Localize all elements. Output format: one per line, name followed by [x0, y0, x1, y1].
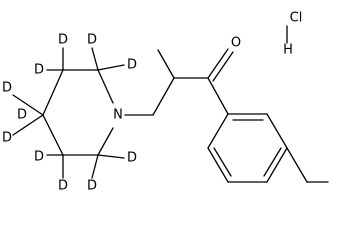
carbonyl-double-bond-1 [207, 48, 229, 79]
piperidine-ring [42, 69, 114, 156]
ring-bond-c5-c4 [42, 114, 64, 156]
deuterium-label-1: D [58, 33, 68, 48]
cd-bond-5 [12, 94, 44, 116]
cd-bond-3 [91, 47, 99, 71]
cd-bond-9 [91, 154, 99, 179]
deuterium-labels: D D D D D D D D D D D [2, 33, 137, 194]
ring-bond-n-c6 [97, 127, 114, 156]
deuterium-label-8: D [58, 179, 68, 194]
aryl-bond-6 [207, 113, 229, 149]
deuterium-bonds [12, 47, 125, 179]
cd-bond-10 [97, 154, 125, 159]
ethyl-group [286, 147, 329, 183]
deuterium-label-2: D [87, 33, 97, 48]
hydrogen-label: H [283, 43, 293, 58]
benzene-ring [207, 113, 288, 183]
deuterium-label-6: D [2, 131, 12, 146]
aryl-bond-5 [207, 147, 229, 183]
aryl-inner-double-2 [263, 147, 282, 177]
bond-ch-methyl [157, 49, 175, 79]
bond-carbonyl-aryl [207, 77, 229, 115]
chemical-structure-diagram: O N Cl H D D D D D D D D D D D [2, 11, 329, 194]
chlorine-label: Cl [290, 11, 303, 26]
bond-ch2-ch [152, 77, 175, 116]
cd-bond-6 [12, 114, 44, 136]
deuterium-label-9: D [87, 179, 97, 194]
ring-bond-c4-c3 [42, 69, 64, 116]
deuterium-label-7: D [34, 150, 44, 165]
deuterium-label-4: D [127, 58, 137, 73]
oxygen-label: O [231, 36, 241, 51]
carbonyl-double-bond-2 [212, 51, 234, 82]
deuterium-label-11: D [17, 108, 27, 123]
ring-bond-c2-n [97, 69, 114, 104]
aryl-bond-2 [266, 113, 288, 149]
cd-bond-4 [97, 64, 125, 71]
deuterium-label-5: D [2, 81, 12, 96]
aryl-inner-double-3 [213, 147, 232, 177]
deuterium-label-10: D [127, 151, 137, 166]
nitrogen-label: N [113, 108, 123, 123]
bond-aryl-ch2 [286, 147, 308, 183]
side-chain [124, 48, 234, 116]
deuterium-label-3: D [34, 63, 44, 78]
aryl-bond-3 [266, 147, 288, 183]
